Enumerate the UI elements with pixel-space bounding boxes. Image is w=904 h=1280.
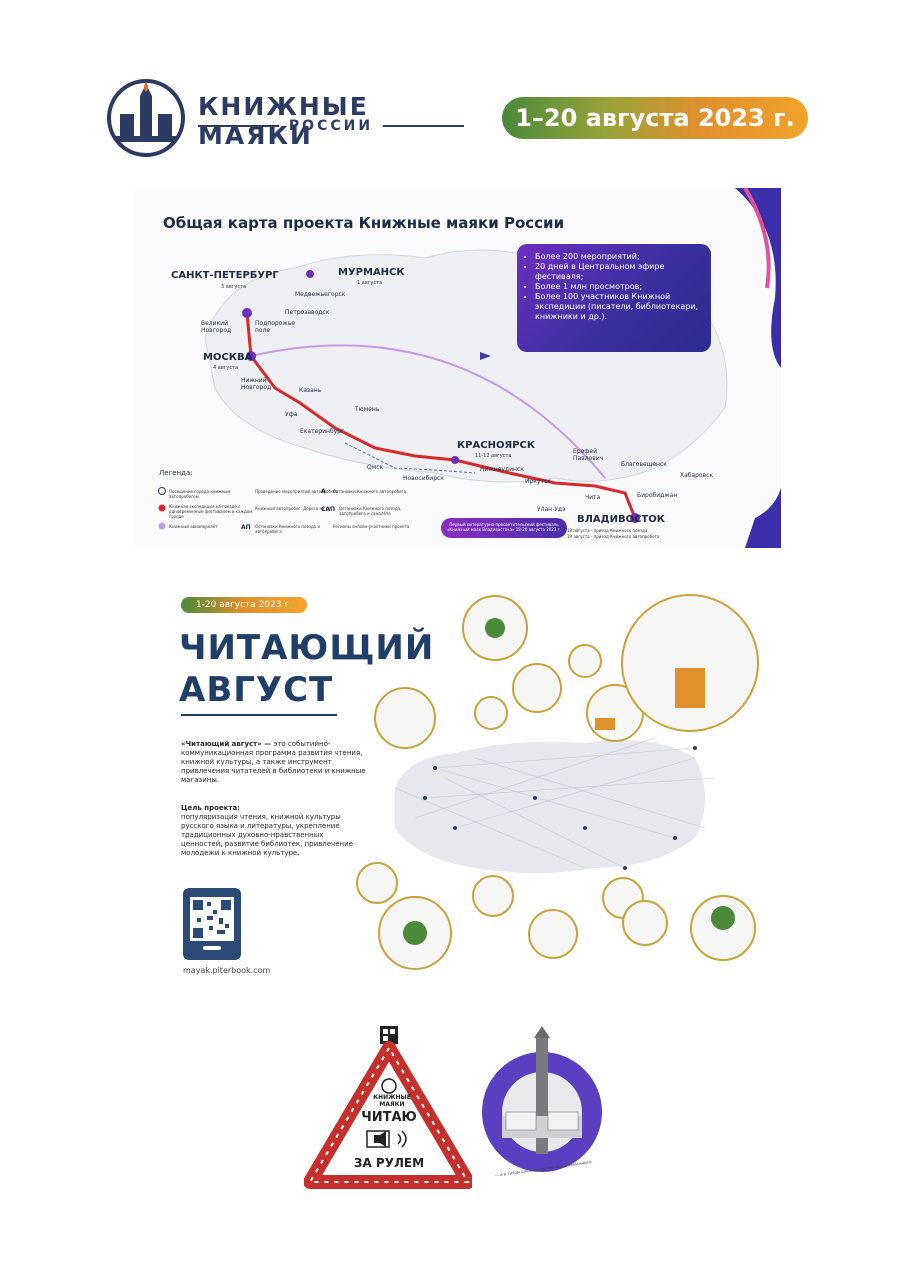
lbl-ekaterinburg: Екатеринбург — [300, 428, 345, 435]
lbl-blagoveshchensk: Благовещенск — [621, 461, 667, 468]
stats-box: Более 200 мероприятий; 20 дней в Централ… — [517, 244, 711, 352]
legend-markers-icon — [158, 487, 166, 530]
legend-item: Посещение города книжным автопробегом — [169, 489, 231, 499]
legend-mark-a: А — [321, 488, 326, 495]
tri-bottom-text: ЗА РУЛЕМ — [353, 1156, 425, 1170]
ra-goal-title: Цель проекта: — [181, 804, 240, 812]
legend-item: Книжный автопробег. Дорога на юг — [255, 506, 332, 511]
legend-mark-ap: АП — [241, 524, 251, 531]
vlad-note-1: 18 августа - приезд Книжного поезда — [567, 528, 648, 533]
lbl-irkutsk: Иркутск — [525, 478, 551, 485]
city-spb-date: 3 августа — [221, 284, 247, 290]
city-moscow: МОСКВА — [203, 352, 253, 363]
legend-item: Книжная экспедиция на поезде с одновреме… — [169, 504, 253, 519]
festival-note: Первый литературно-просветительский фест… — [441, 518, 567, 538]
legend-title: Легенда: — [159, 469, 193, 477]
ra-title-line2: АВГУСТ — [179, 670, 334, 710]
reading-august-panel: 1-20 августа 2023 г. ЧИТАЮЩИЙ АВГУСТ «Чи… — [155, 568, 760, 1003]
city-moscow-date: 4 августа — [213, 365, 239, 371]
lbl-medvezhyegorsk: Медвежьегорск — [295, 291, 346, 298]
date-pill: 1–20 августа 2023 г. — [502, 97, 808, 139]
brand-subtitle-row: РОССИИ — [198, 118, 464, 134]
reading-network-graphic — [356, 594, 759, 970]
read-while-driving-graphic: КНИЖНЫЕ МАЯКИ ЧИТАЮ ЗА РУЛЕМ — [303, 1026, 475, 1190]
ra-description: «Читающий август» — это событийно-коммун… — [181, 740, 367, 785]
legend-item: Регионы онлайн-участники проекта — [333, 524, 410, 529]
city-krasnoyarsk: КРАСНОЯРСК — [457, 440, 535, 451]
lbl-chita: Чита — [585, 494, 601, 501]
legend-item: Проведение мероприятий автопробега — [255, 489, 339, 494]
ra-title-line1: ЧИТАЮЩИЙ — [179, 628, 435, 668]
ra-date-pill: 1-20 августа 2023 г. — [181, 597, 307, 613]
project-map: Общая карта проекта Книжные маяки России… — [135, 188, 781, 548]
ra-desc-bold: «Читающий август» — — [181, 740, 272, 748]
lbl-kazan: Казань — [299, 387, 322, 394]
lbl-omsk: Омск — [367, 464, 384, 471]
plane-icon — [480, 352, 491, 360]
ra-title-rule — [181, 714, 337, 716]
ra-desc-text: это событийно-коммуникационная программа… — [181, 740, 366, 784]
lbl-ufa: Уфа — [285, 411, 298, 418]
lbl-erofey: Ерофей Павлович — [573, 448, 604, 462]
brand-emblem-icon — [106, 78, 186, 158]
lbl-tyumen: Тюмень — [355, 406, 380, 413]
lbl-petrozavodsk: Петрозаводск — [285, 309, 330, 316]
vlad-note-2: 19 августа - приезд Книжного автопробега — [567, 534, 660, 539]
tri-top-text: ЧИТАЮ — [361, 1110, 417, 1125]
legend-item: Остановки Книжного поезда, автопробега и… — [339, 506, 402, 516]
stat-item: Более 1 млн просмотров; — [535, 282, 711, 292]
city-vladivostok: ВЛАДИВОСТОК — [577, 514, 665, 525]
lbl-novosibirsk: Новосибирск — [403, 475, 444, 482]
legend-item: Книжный авиаперелёт — [169, 524, 218, 529]
lbl-nizhneudinsk: Нижнеудинск — [480, 466, 524, 473]
legend-item: Остановки Книжного автопробега — [333, 489, 407, 494]
city-murmansk-date: 1 августа — [357, 280, 383, 286]
lbl-ulanude: Улан-Удэ — [537, 506, 566, 513]
rostral-column-graphic: — и в тихом шорохе, как мы закрываем кни… — [472, 1024, 610, 1188]
legend-mark-sap: САП — [321, 506, 336, 513]
brand-rule-left — [198, 125, 279, 127]
city-krasnoyarsk-date: 11-12 августа — [475, 453, 512, 459]
map-title: Общая карта проекта Книжные маяки России — [163, 214, 565, 232]
brand-rule-right — [383, 125, 464, 127]
lbl-vnovgorod: Великий Новгород — [201, 320, 232, 334]
lbl-birobidzhan: Биробиджан — [637, 492, 678, 499]
stat-item: Более 200 мероприятий; — [535, 252, 711, 262]
stat-item: 20 дней в Центральном эфире фестиваля; — [535, 262, 711, 282]
stat-item: Более 100 участников Книжной экспедиции … — [535, 292, 711, 322]
city-spb: САНКТ-ПЕТЕРБУРГ — [171, 270, 279, 281]
speaker-icon — [374, 1131, 386, 1147]
ra-goal-text: популяризация чтения, книжной культуры р… — [181, 813, 353, 857]
brand-subtitle: РОССИИ — [288, 118, 374, 134]
lbl-podporozhye: Подпорожье поле — [255, 320, 296, 334]
legend-item: Остановки Книжного поезда и автопробега — [255, 524, 321, 534]
lbl-khabarovsk: Хабаровск — [680, 472, 714, 479]
lbl-nnovgorod: Нижний Новгород — [241, 377, 272, 391]
lighthouse-mini-icon — [381, 1078, 397, 1094]
city-murmansk: МУРМАНСК — [338, 267, 405, 278]
ra-url[interactable]: mayak.piterbook.com — [183, 966, 271, 975]
qr-code[interactable] — [183, 888, 241, 960]
tri-logo-text: КНИЖНЫЕ МАЯКИ — [373, 1094, 411, 1108]
